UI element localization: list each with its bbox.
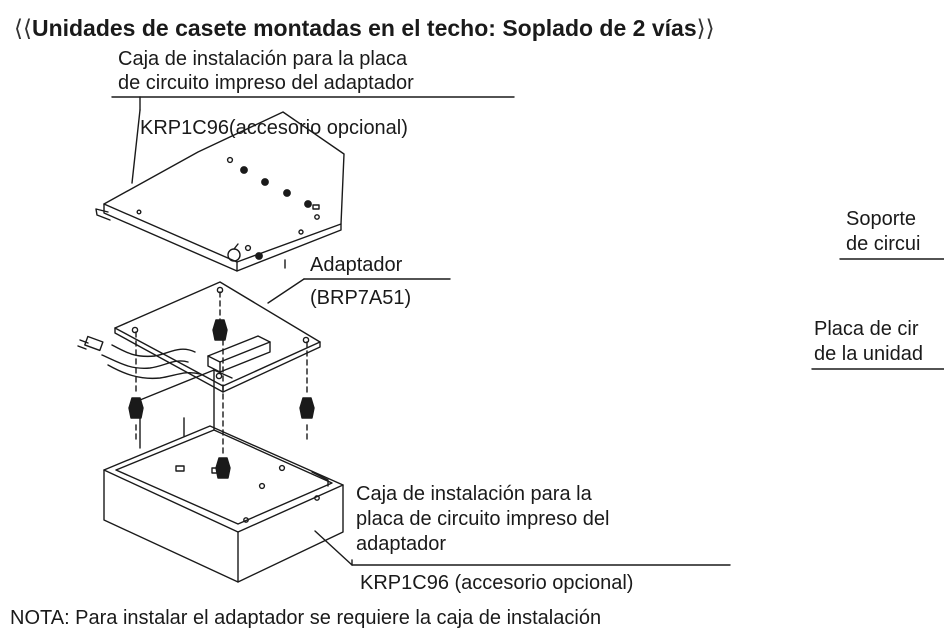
leader-lines xyxy=(111,96,944,566)
adapter-model-label: (BRP7A51) xyxy=(310,287,412,309)
note-text: NOTA: Para instalar el adaptador se requ… xyxy=(10,607,602,629)
top-box-label-line1: Caja de instalación para la placa xyxy=(118,48,408,70)
top-box-model-label: KRP1C96(accesorio opcional) xyxy=(140,117,408,139)
bottom-box-label-line3: adaptador xyxy=(356,533,447,555)
adapter-name-label: Adaptador xyxy=(310,254,403,276)
bottom-box-label-line1: Caja de instalación para la xyxy=(356,483,592,505)
title-close-bracket: ⟩⟩ xyxy=(696,15,715,41)
top-box-label-line2: de circuito impreso del adaptador xyxy=(118,72,414,94)
support-label-line2: de circui xyxy=(846,233,921,255)
page-title: ⟨⟨Unidades de casete montadas en el tech… xyxy=(14,14,715,42)
bottom-box xyxy=(103,369,344,583)
title-open-bracket: ⟨⟨ xyxy=(14,15,32,41)
unit-board-label-line2: de la unidad xyxy=(814,343,923,365)
bottom-box-label-line2: placa de circuito impreso del xyxy=(356,508,610,530)
unit-board-label-line1: Placa de cir xyxy=(814,318,919,340)
support-label-line1: Soporte xyxy=(846,208,917,230)
top-box-cover xyxy=(95,111,345,272)
adapter-board xyxy=(77,281,321,393)
title-text: Unidades de casete montadas en el techo:… xyxy=(31,15,697,41)
bottom-box-model-label: KRP1C96 (accesorio opcional) xyxy=(360,572,634,594)
